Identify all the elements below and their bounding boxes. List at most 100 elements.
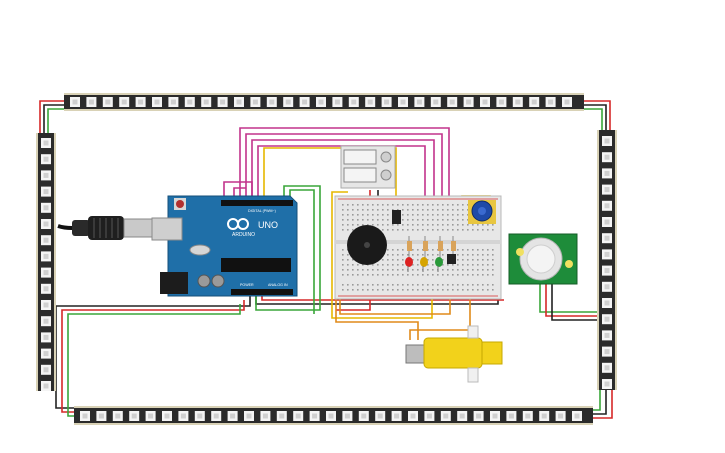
resistors xyxy=(407,236,456,258)
breadboard-hole xyxy=(427,274,429,276)
brand-text: ARDUINO xyxy=(232,232,255,238)
breadboard-hole xyxy=(432,289,434,291)
breadboard-hole xyxy=(462,219,464,221)
breadboard-hole xyxy=(347,264,349,266)
neopixel-led-core xyxy=(43,334,49,340)
neopixel-led-core xyxy=(604,349,610,355)
neopixel-led-core xyxy=(344,413,350,419)
breadboard-hole xyxy=(422,229,424,231)
breadboard-hole xyxy=(457,259,459,261)
breadboard-hole xyxy=(472,259,474,261)
breadboard-hole xyxy=(462,204,464,206)
breadboard-hole xyxy=(377,214,379,216)
breadboard-hole xyxy=(427,219,429,221)
breadboard-hole xyxy=(422,284,424,286)
breadboard-hole xyxy=(457,289,459,291)
breadboard-hole xyxy=(402,224,404,226)
transistor xyxy=(392,210,401,224)
breadboard-hole xyxy=(372,214,374,216)
breadboard-hole xyxy=(487,269,489,271)
digital-header-label: DIGITAL (PWM~) xyxy=(248,209,276,213)
breadboard-hole xyxy=(472,274,474,276)
breadboard-hole xyxy=(352,224,354,226)
breadboard-hole xyxy=(492,254,494,256)
neopixel-led-core xyxy=(318,99,324,105)
neopixel-led-core xyxy=(180,413,186,419)
neopixel-led-core xyxy=(98,413,104,419)
breadboard-hole xyxy=(492,224,494,226)
breadboard-hole xyxy=(382,209,384,211)
neopixel-led-core xyxy=(105,99,111,105)
neopixel-led-core xyxy=(443,413,449,419)
breadboard-hole xyxy=(352,214,354,216)
breadboard-hole xyxy=(407,284,409,286)
breadboard-hole xyxy=(437,219,439,221)
breadboard-hole xyxy=(387,289,389,291)
neopixel-led-core xyxy=(164,413,170,419)
breadboard-hole xyxy=(402,249,404,251)
breadboard-hole xyxy=(367,274,369,276)
analog-header-label: ANALOG IN xyxy=(268,283,288,287)
breadboard-hole xyxy=(407,229,409,231)
neopixel-led-core xyxy=(394,413,400,419)
breadboard-hole xyxy=(357,284,359,286)
breadboard-hole xyxy=(412,249,414,251)
breadboard-hole xyxy=(347,254,349,256)
breadboard-hole xyxy=(357,214,359,216)
breadboard-hole xyxy=(402,269,404,271)
breadboard-hole xyxy=(387,249,389,251)
breadboard-hole xyxy=(392,264,394,266)
breadboard-hole xyxy=(447,289,449,291)
neopixel-led-core xyxy=(262,413,268,419)
breadboard-hole xyxy=(372,289,374,291)
breadboard-hole xyxy=(342,274,344,276)
breadboard-hole xyxy=(482,259,484,261)
breadboard-hole xyxy=(407,224,409,226)
breadboard-hole xyxy=(482,229,484,231)
breadboard-hole xyxy=(467,254,469,256)
breadboard-hole xyxy=(452,284,454,286)
breadboard-hole xyxy=(422,209,424,211)
breadboard-hole xyxy=(402,284,404,286)
breadboard-hole xyxy=(367,209,369,211)
breadboard-hole xyxy=(477,289,479,291)
breadboard-hole xyxy=(462,229,464,231)
breadboard-hole xyxy=(397,259,399,261)
breadboard-hole xyxy=(357,269,359,271)
breadboard-hole xyxy=(467,264,469,266)
neopixel-led-core xyxy=(515,99,521,105)
breadboard-hole xyxy=(377,269,379,271)
buzzer xyxy=(347,225,387,265)
neopixel-led-core xyxy=(604,251,610,257)
breadboard-hole xyxy=(427,214,429,216)
breadboard-hole xyxy=(387,214,389,216)
breadboard-hole xyxy=(417,219,419,221)
breadboard-hole xyxy=(362,214,364,216)
breadboard-hole xyxy=(347,224,349,226)
breadboard-hole xyxy=(362,209,364,211)
neopixel-led-core xyxy=(43,302,49,308)
usb-jack xyxy=(151,217,183,241)
neopixel-led-core xyxy=(295,413,301,419)
led-green xyxy=(435,257,443,272)
breadboard-hole xyxy=(382,204,384,206)
led-yellow xyxy=(420,257,428,272)
breadboard-hole xyxy=(482,254,484,256)
breadboard-hole xyxy=(357,224,359,226)
breadboard-hole xyxy=(392,249,394,251)
breadboard-hole xyxy=(487,224,489,226)
breadboard-hole xyxy=(352,204,354,206)
breadboard-hole xyxy=(417,214,419,216)
neopixel-led-core xyxy=(230,413,236,419)
breadboard-hole xyxy=(427,269,429,271)
breadboard-hole xyxy=(427,264,429,266)
breadboard-hole xyxy=(402,274,404,276)
breadboard-hole xyxy=(392,209,394,211)
neopixel-led-core xyxy=(604,187,610,193)
neopixel-led-core xyxy=(466,99,472,105)
breadboard-hole xyxy=(357,289,359,291)
breadboard-hole xyxy=(382,284,384,286)
breadboard-hole xyxy=(442,289,444,291)
breadboard-hole xyxy=(412,254,414,256)
neopixel-led-core xyxy=(604,219,610,225)
